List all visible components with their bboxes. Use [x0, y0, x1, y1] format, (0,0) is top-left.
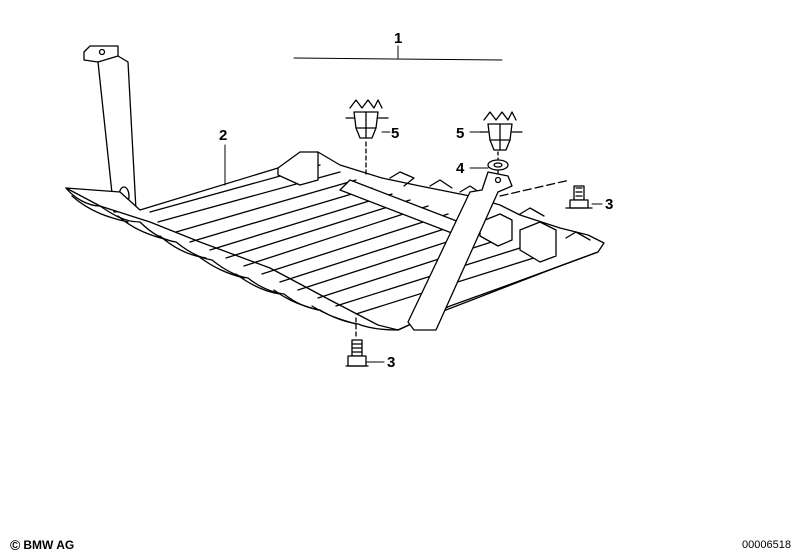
left-support-bracket	[83, 45, 137, 213]
bolt-right	[499, 179, 593, 209]
callout-clip-nut-left: 5	[391, 125, 399, 142]
diagram-number: 00006518	[742, 539, 791, 551]
callout-bolt-right: 3	[605, 196, 613, 213]
diagonal-strut	[407, 171, 513, 331]
callout-shield-plate: 2	[219, 127, 227, 144]
bolt-bottom	[345, 317, 369, 367]
clip-nut-left	[345, 99, 389, 177]
copyright-icon: ©	[10, 537, 21, 553]
callout-bolt-bottom: 3	[387, 354, 395, 371]
underbody-shield	[65, 151, 605, 331]
callout-clip-nut-right: 5	[456, 125, 464, 142]
callout-assembly: 1	[394, 30, 402, 47]
clip-nut-right	[479, 111, 523, 151]
brand-label: BMW AG	[23, 538, 75, 552]
copyright-notice: © BMW AG	[10, 538, 74, 552]
washer	[487, 151, 509, 177]
callout-washer: 4	[456, 160, 465, 177]
leader-lines	[224, 45, 603, 363]
